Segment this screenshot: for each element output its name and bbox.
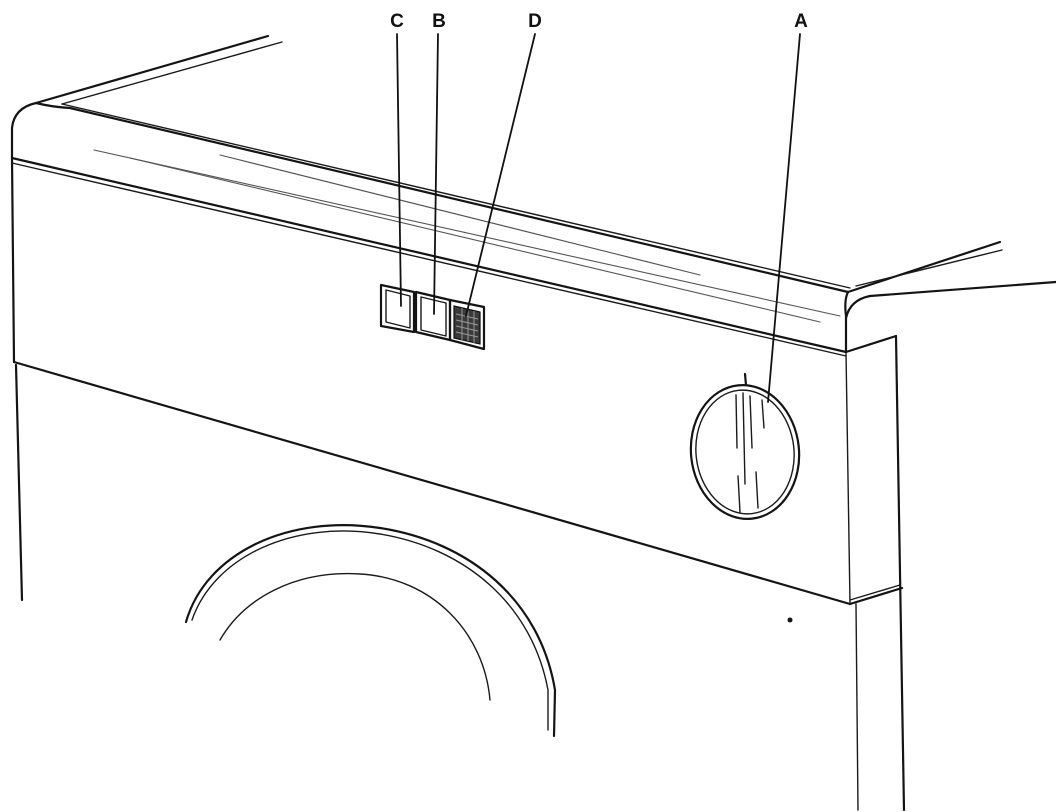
program-knob-a [689,372,801,520]
worktop [10,34,1056,357]
button-group [379,283,486,351]
leader-lines [396,33,801,403]
control-panel [10,156,904,606]
callout-d: D [528,11,542,32]
cabinet-front [14,363,793,623]
leader-c [396,33,402,307]
indicator-d [448,298,486,351]
porthole-door [184,524,557,738]
leader-d [465,33,536,317]
callout-a: A [794,11,808,32]
button-c [379,283,416,334]
callout-c: C [390,11,404,32]
screw-dot [787,617,793,623]
button-b [414,290,452,342]
leader-b [433,33,439,315]
cabinet-side [855,334,906,812]
leader-a [767,33,801,403]
callout-b: B [432,11,446,32]
